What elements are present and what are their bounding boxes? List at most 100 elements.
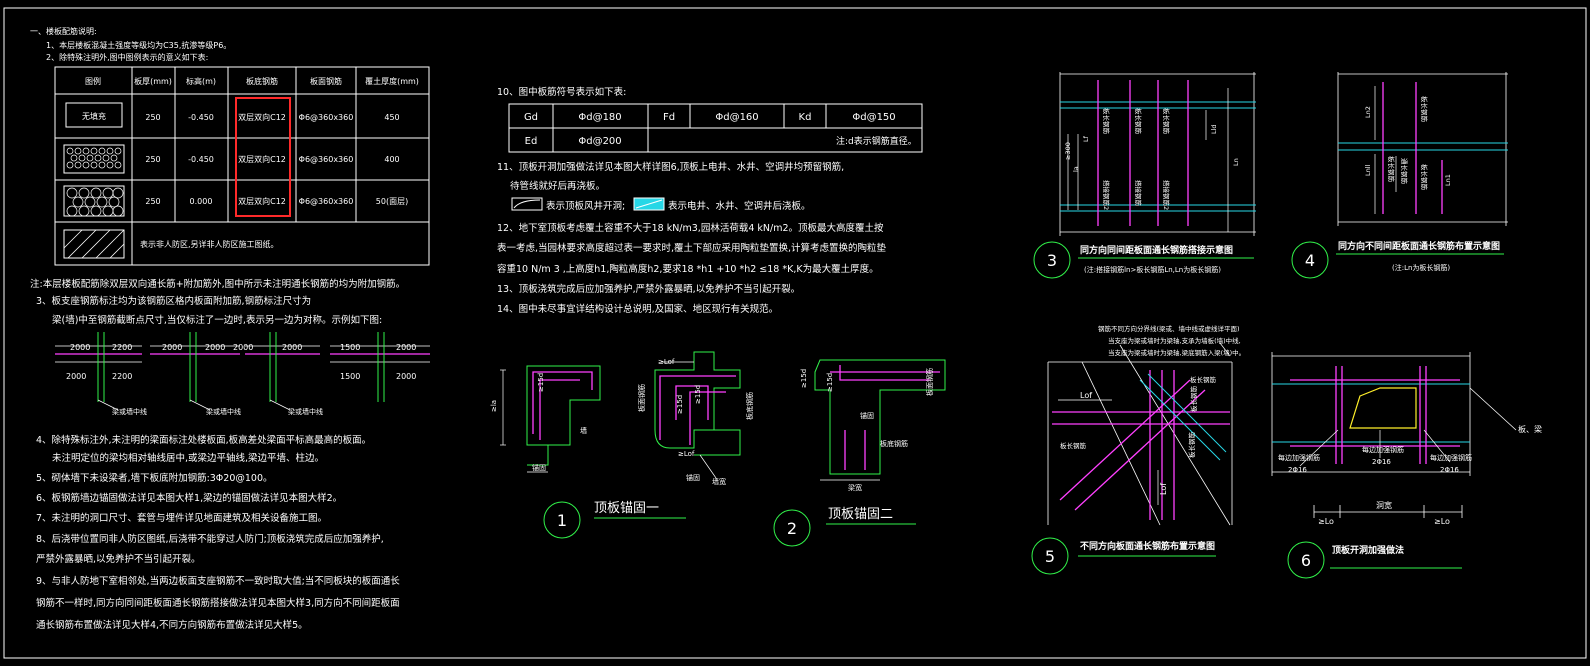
d1-lab-15d: ≥15d [537,373,545,392]
d4-r3: 通长钢筋 [1400,158,1409,185]
d6-title: 顶板开洞加强做法 [1332,544,1404,556]
d4-lnll: Lnll [1364,164,1372,176]
th-top: 板面钢筋 [310,76,342,86]
note-7: 7、未注明的洞口尺寸、套管与埋件详见地面建筑及相关设备施工图。 [36,512,327,524]
dim-a-top-r: 2200 [112,343,132,352]
detail-4: Ln2 Ln1 Lnll 板长钢筋 板长钢筋 通长钢筋 板长钢筋 [1337,72,1508,226]
d4-r4: 板长钢筋 [1420,164,1429,191]
d6-lo2: ≥Lo [1434,517,1450,526]
note-12c: 容重10 N/m 3 ,上高度h1,陶粒高度h2,要求18 *h1 +10 *h… [497,263,879,275]
detail-4-tag: 4 同方向不同间距板面通长钢筋布置示意图 (注:Ln为板长钢筋) [1291,240,1504,279]
d3-r1: 板长钢筋 [1102,108,1111,135]
d3-sub: (注:搭接钢筋ln>板长钢筋Ln,Ln为板长钢筋) [1084,265,1221,274]
d1-lab-la: ≥la [490,400,498,412]
detail-2-tag: 2 顶板锚固二 [773,507,916,547]
note-n: 注:本层楼板配筋除双层双向通长筋+附加筋外,图中所示未注明通长钢筋的均为附加钢筋… [30,278,405,290]
note-3a: 3、板支座钢筋标注均为该钢筋区格内板面附加筋,钢筋标注尺寸为 [36,295,311,307]
axis-label-3: 梁或墙中线 [288,407,323,416]
d1b-15d2: ≥15d [694,385,702,404]
detail-1b: ≥Lof ≥15d ≥15d 板面钢筋 ≥Lof 板底钢筋 锚固 墙宽 [637,351,754,486]
axis-label-1: 梁或墙中线 [112,407,147,416]
d1-lab-anchor: 锚固 [532,463,546,472]
note-9b: 钢筋不一样时,同方向同间距板面通长钢筋搭接做法详见本图大样3,同方向不同间距板面 [36,597,400,609]
notes-line1: 1、本层楼板混凝土强度等级均为C35,抗渗等级P6。 [46,40,231,50]
r2-elev: -0.450 [188,155,214,164]
sym-ed-val: Φd@200 [578,136,621,147]
d2-15d2: ≥15d [826,373,834,392]
detail-3-tag: 3 同方向同间距板面通长钢筋搭接示意图 (注:搭接钢筋ln>板长钢筋Ln,Ln为… [1033,241,1254,279]
d5-r4: 板长钢筋 [1189,386,1198,413]
d4-r2: 板长钢筋 [1387,156,1396,183]
d1b-lof2: ≥Lof [678,450,695,458]
note-8b: 严禁外露暴晒,以免养护不当引起开裂。 [36,553,201,565]
d4-title: 同方向不同间距板面通长钢筋布置示意图 [1338,240,1500,252]
sym-note: 注:d表示钢筋直径。 [836,135,917,147]
note-11b: 待管线就好后再浇板。 [510,180,605,192]
d2-bot: 板底钢筋 [880,439,908,448]
r3-thickness: 250 [145,197,160,206]
pattern-empty [65,102,123,128]
d5-note1: 钢筋不同方向分界线(梁或、墙中线或虚线详平面) [1098,324,1240,333]
d3-r6: 搭接钢筋2 [1162,180,1171,210]
d1b-wallwidth: 墙宽 [712,477,726,486]
d6-lab-b2: 2Φ16 [1372,458,1391,466]
d4-sub: (注:Ln为板长钢筋) [1392,263,1450,272]
d3-title: 同方向同间距板面通长钢筋搭接示意图 [1080,244,1233,256]
d6-jian: 板、梁 [1518,424,1542,434]
r3-rebar: 双层双向C12 [238,196,286,206]
notes-left-block-2: 4、除特殊标注外,未注明的梁面标注处楼板面,板高差处梁面平标高最高的板面。 未注… [36,434,400,631]
d1-num: 1 [557,511,567,530]
d4-ln1: Ln1 [1444,174,1452,186]
note-6: 6、板钢筋墙边锚固做法详见本图大样1,梁边的锚固做法详见本图大样2。 [36,492,342,504]
dim-examples: 2000 2200 2000 2200 2000 2000 2000 2000 … [55,332,430,416]
d5-note2: 当支座为梁或墙时为梁轴,支承为墙板(墙)中线, [1108,336,1241,345]
d6-lab-c: 每边加强钢筋 [1430,453,1472,462]
opening-outline [1349,387,1417,429]
detail-2: ≥15d ≥15d 梁宽 锚固 板面钢筋 板底钢筋 [800,359,946,492]
sym-shaft-icon [511,197,543,211]
r2-rebar: 双层双向C12 [238,154,286,164]
d3-lld: Lld [1210,124,1218,134]
last-row-text: 表示非人防区,另详非人防区施工图纸。 [140,239,279,249]
d5-r1: 板长钢筋 [1190,375,1217,384]
d6-num: 6 [1301,551,1311,570]
r1-top: Φ6@360x360 [299,113,354,122]
d2-anchor: 锚固 [860,411,874,420]
dim-a-bot-r: 2200 [112,372,132,381]
dim-c-top-l: 2000 [233,343,253,352]
sym2-text: 表示电井、水井、空调井后浇板。 [668,200,811,212]
row1-pattern: 无填充 [82,111,106,121]
d6-lab-a2: 2Φ16 [1288,466,1307,474]
d6-lab-a: 每边加强钢筋 [1278,453,1320,462]
note-9a: 9、与非人防地下室相邻处,当两边板面支座钢筋不一致时取大值;当不同板块的板面通长 [36,575,400,587]
d3-la: la [1072,166,1080,172]
notes-left-block: 注:本层楼板配筋除双层双向通长筋+附加筋外,图中所示未注明通长钢筋的均为附加钢筋… [30,278,405,326]
r1-thickness: 250 [145,113,160,122]
sym-gd-val: Φd@180 [578,112,621,123]
d1-title: 顶板锚固一 [594,501,659,516]
th-pattern: 图例 [85,76,101,86]
pattern-hex [63,144,125,174]
drawing-border [3,7,1587,659]
d3-lf: Lf [1082,135,1090,142]
sym-post-pour-icon [633,197,665,211]
note-14: 14、图中未尽事宜详结构设计总说明,及国家、地区现行有关规范。 [497,303,778,315]
sym-gd: Gd [524,112,538,123]
d3-r4: 搭接钢筋2 [1102,180,1111,210]
d2-top: 板面钢筋 [925,368,934,396]
legend-table: 图例 板厚(mm) 标高(m) 板底钢筋 板面钢筋 覆土厚度(mm) 无填充 [54,66,430,266]
note-13: 13、顶板浇筑完成后应加强养护,严禁外露暴晒,以免养护不当引起开裂。 [497,283,800,295]
d2-beamw: 梁宽 [848,483,862,492]
detail-1: ≥la ≥15d 墙 锚固 [490,365,601,473]
detail-5-tag: 5 不同方向板面通长钢筋布置示意图 [1031,537,1216,575]
th-thickness: 板厚(mm) [134,76,172,86]
dim-b-top-l: 2000 [162,343,182,352]
th-soil: 覆土厚度(mm) [365,76,419,86]
r2-top: Φ6@360x360 [299,155,354,164]
pattern-hatch [63,229,125,259]
title-10: 10、图中板筋符号表示如下表: [497,86,626,98]
dim-d-bot-r: 2000 [396,372,416,381]
dim-d-top-l: 1500 [340,343,360,352]
th-elev: 标高(m) [186,76,216,86]
d1b-wall: 板底钢筋 [745,392,754,420]
